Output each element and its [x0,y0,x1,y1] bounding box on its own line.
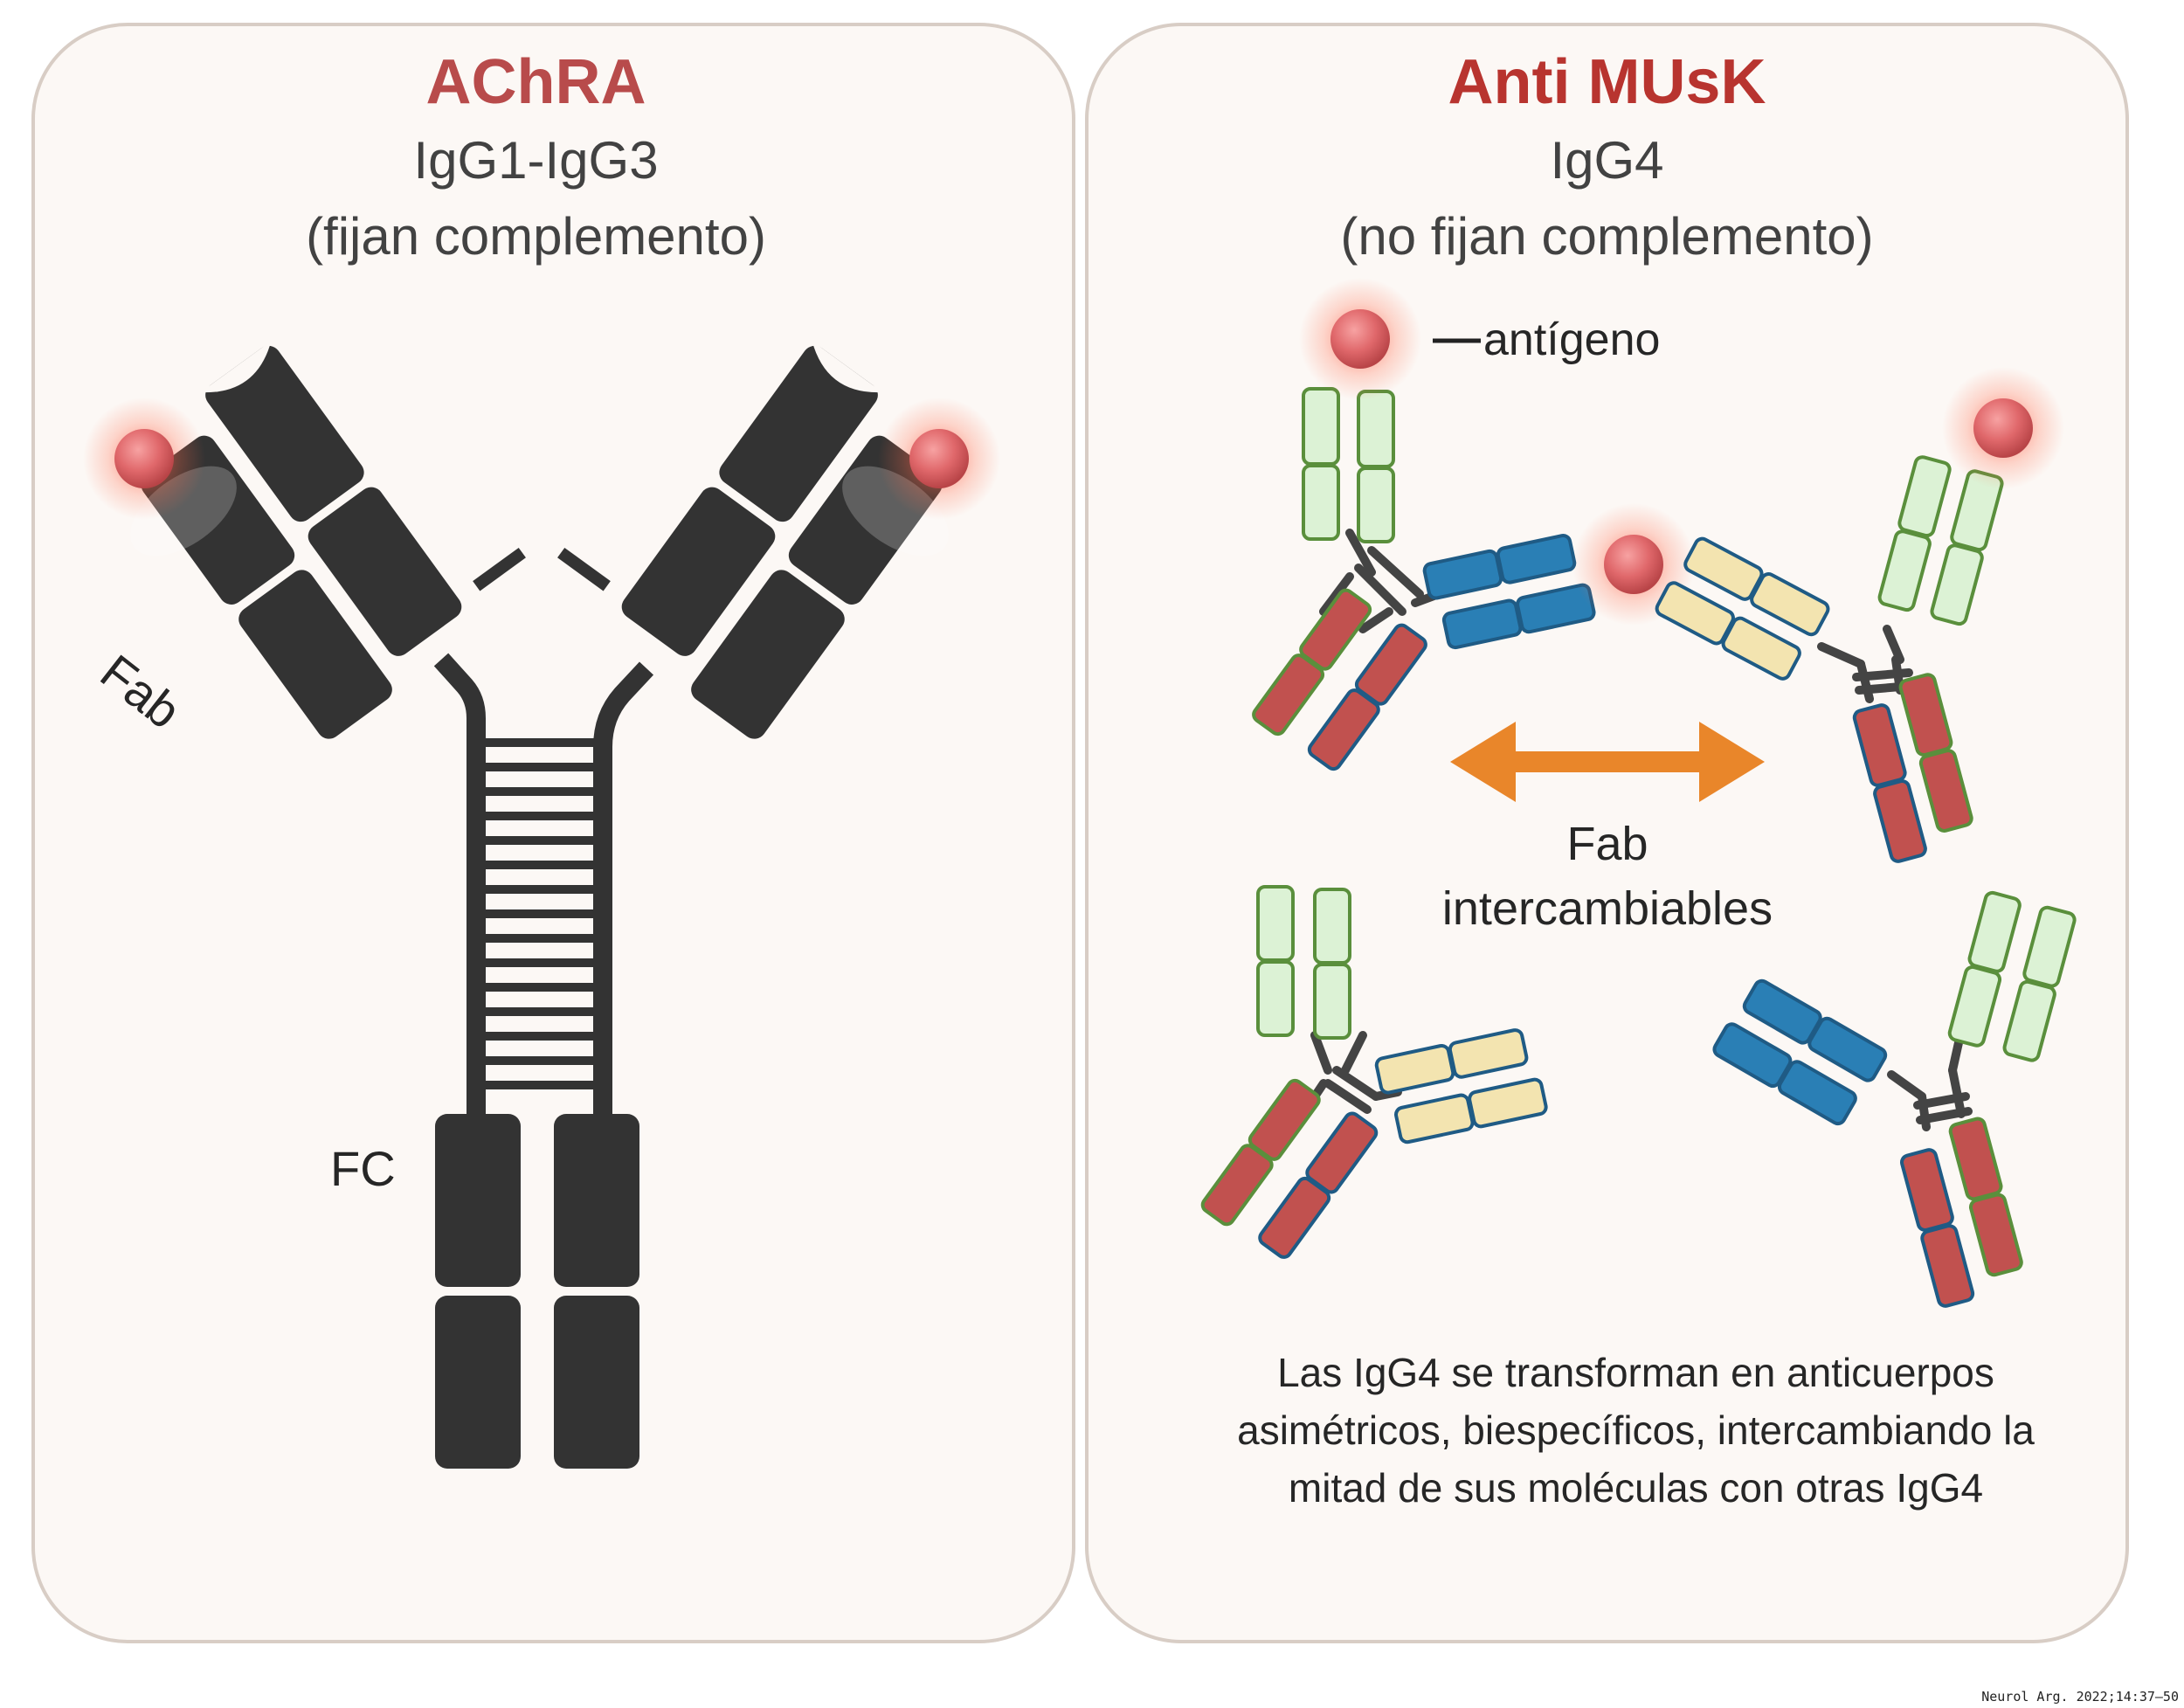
antigen-m1 [1299,278,1421,400]
left-title: AChRA [425,47,646,117]
fab-arm-left [141,341,526,739]
right-title: Anti MUsK [1448,47,1766,117]
label-antigen: antígeno [1483,315,1661,365]
label-fc: FC [330,1141,396,1196]
exchange-label: Fab intercambiables [1380,813,1835,942]
antigen-m2 [1942,367,2064,489]
caption-line3: mitad de sus moléculas con otras IgG4 [1288,1465,1984,1511]
igg4-molecule-3 [1200,885,1548,1259]
fc-region [435,1114,639,1469]
left-subtitle-line2: (fijan complemento) [306,207,766,266]
disulfide-bonds [476,738,603,1089]
exchange-label-line2: intercambiables [1441,882,1773,935]
heavy-chain-right-hinge [593,661,654,1118]
caption-line1: Las IgG4 se transforman en anticuerpos [1277,1350,1994,1395]
igg4-molecule-4 [1712,890,2077,1308]
right-panel [1085,23,2129,1643]
igg4-molecule-1 [1252,278,1596,771]
left-subtitle-line1: IgG1-IgG3 [413,131,659,190]
heavy-chain-left-hinge [433,653,486,1118]
caption-line2: asimétricos, biespecíficos, intercambian… [1237,1407,2035,1454]
exchange-arrow [1450,722,1765,802]
antigen-right [878,398,1000,520]
left-panel [31,23,1075,1643]
igg4-caption: Las IgG4 se transforman en anticuerpos a… [1136,1344,2136,1518]
right-subtitle-line1: IgG4 [1550,131,1664,190]
igg-antibody [83,341,1000,1469]
antigen-left [83,398,205,520]
igg4-molecule-2 [1655,367,2064,863]
exchange-label-line1: Fab [1566,818,1648,870]
citation: Neurol Arg. 2022;14:37–50 [1981,1689,2179,1705]
right-subtitle-line2: (no fijan complemento) [1340,207,1874,266]
